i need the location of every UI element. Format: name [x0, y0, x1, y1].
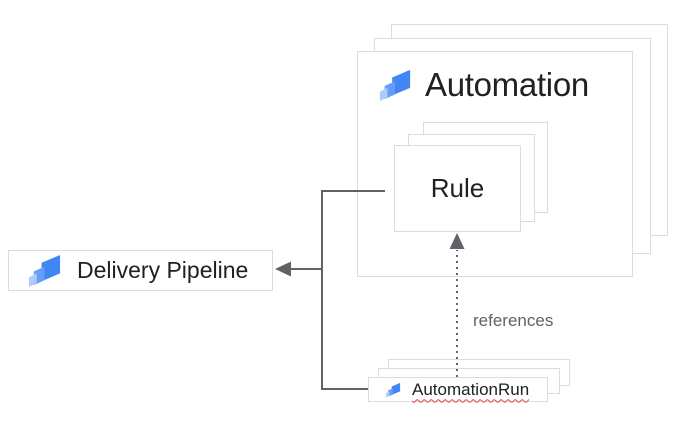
rule-card: Rule — [394, 145, 521, 232]
deploy-icon — [385, 382, 401, 398]
automation-run-label: AutomationRun — [412, 379, 530, 399]
rule-label: Rule — [430, 173, 485, 203]
delivery-pipeline-node: Delivery Pipeline — [8, 250, 273, 291]
automation-header: Automation — [378, 66, 589, 104]
automation-label: Automation — [425, 66, 589, 103]
references-edge-label: references — [473, 311, 554, 330]
automation-run-card: AutomationRun — [368, 377, 548, 402]
deploy-icon — [379, 69, 411, 102]
deploy-icon — [28, 254, 61, 288]
delivery-pipeline-label: Delivery Pipeline — [77, 257, 249, 283]
delivery-pipeline-arrowhead — [275, 261, 291, 277]
